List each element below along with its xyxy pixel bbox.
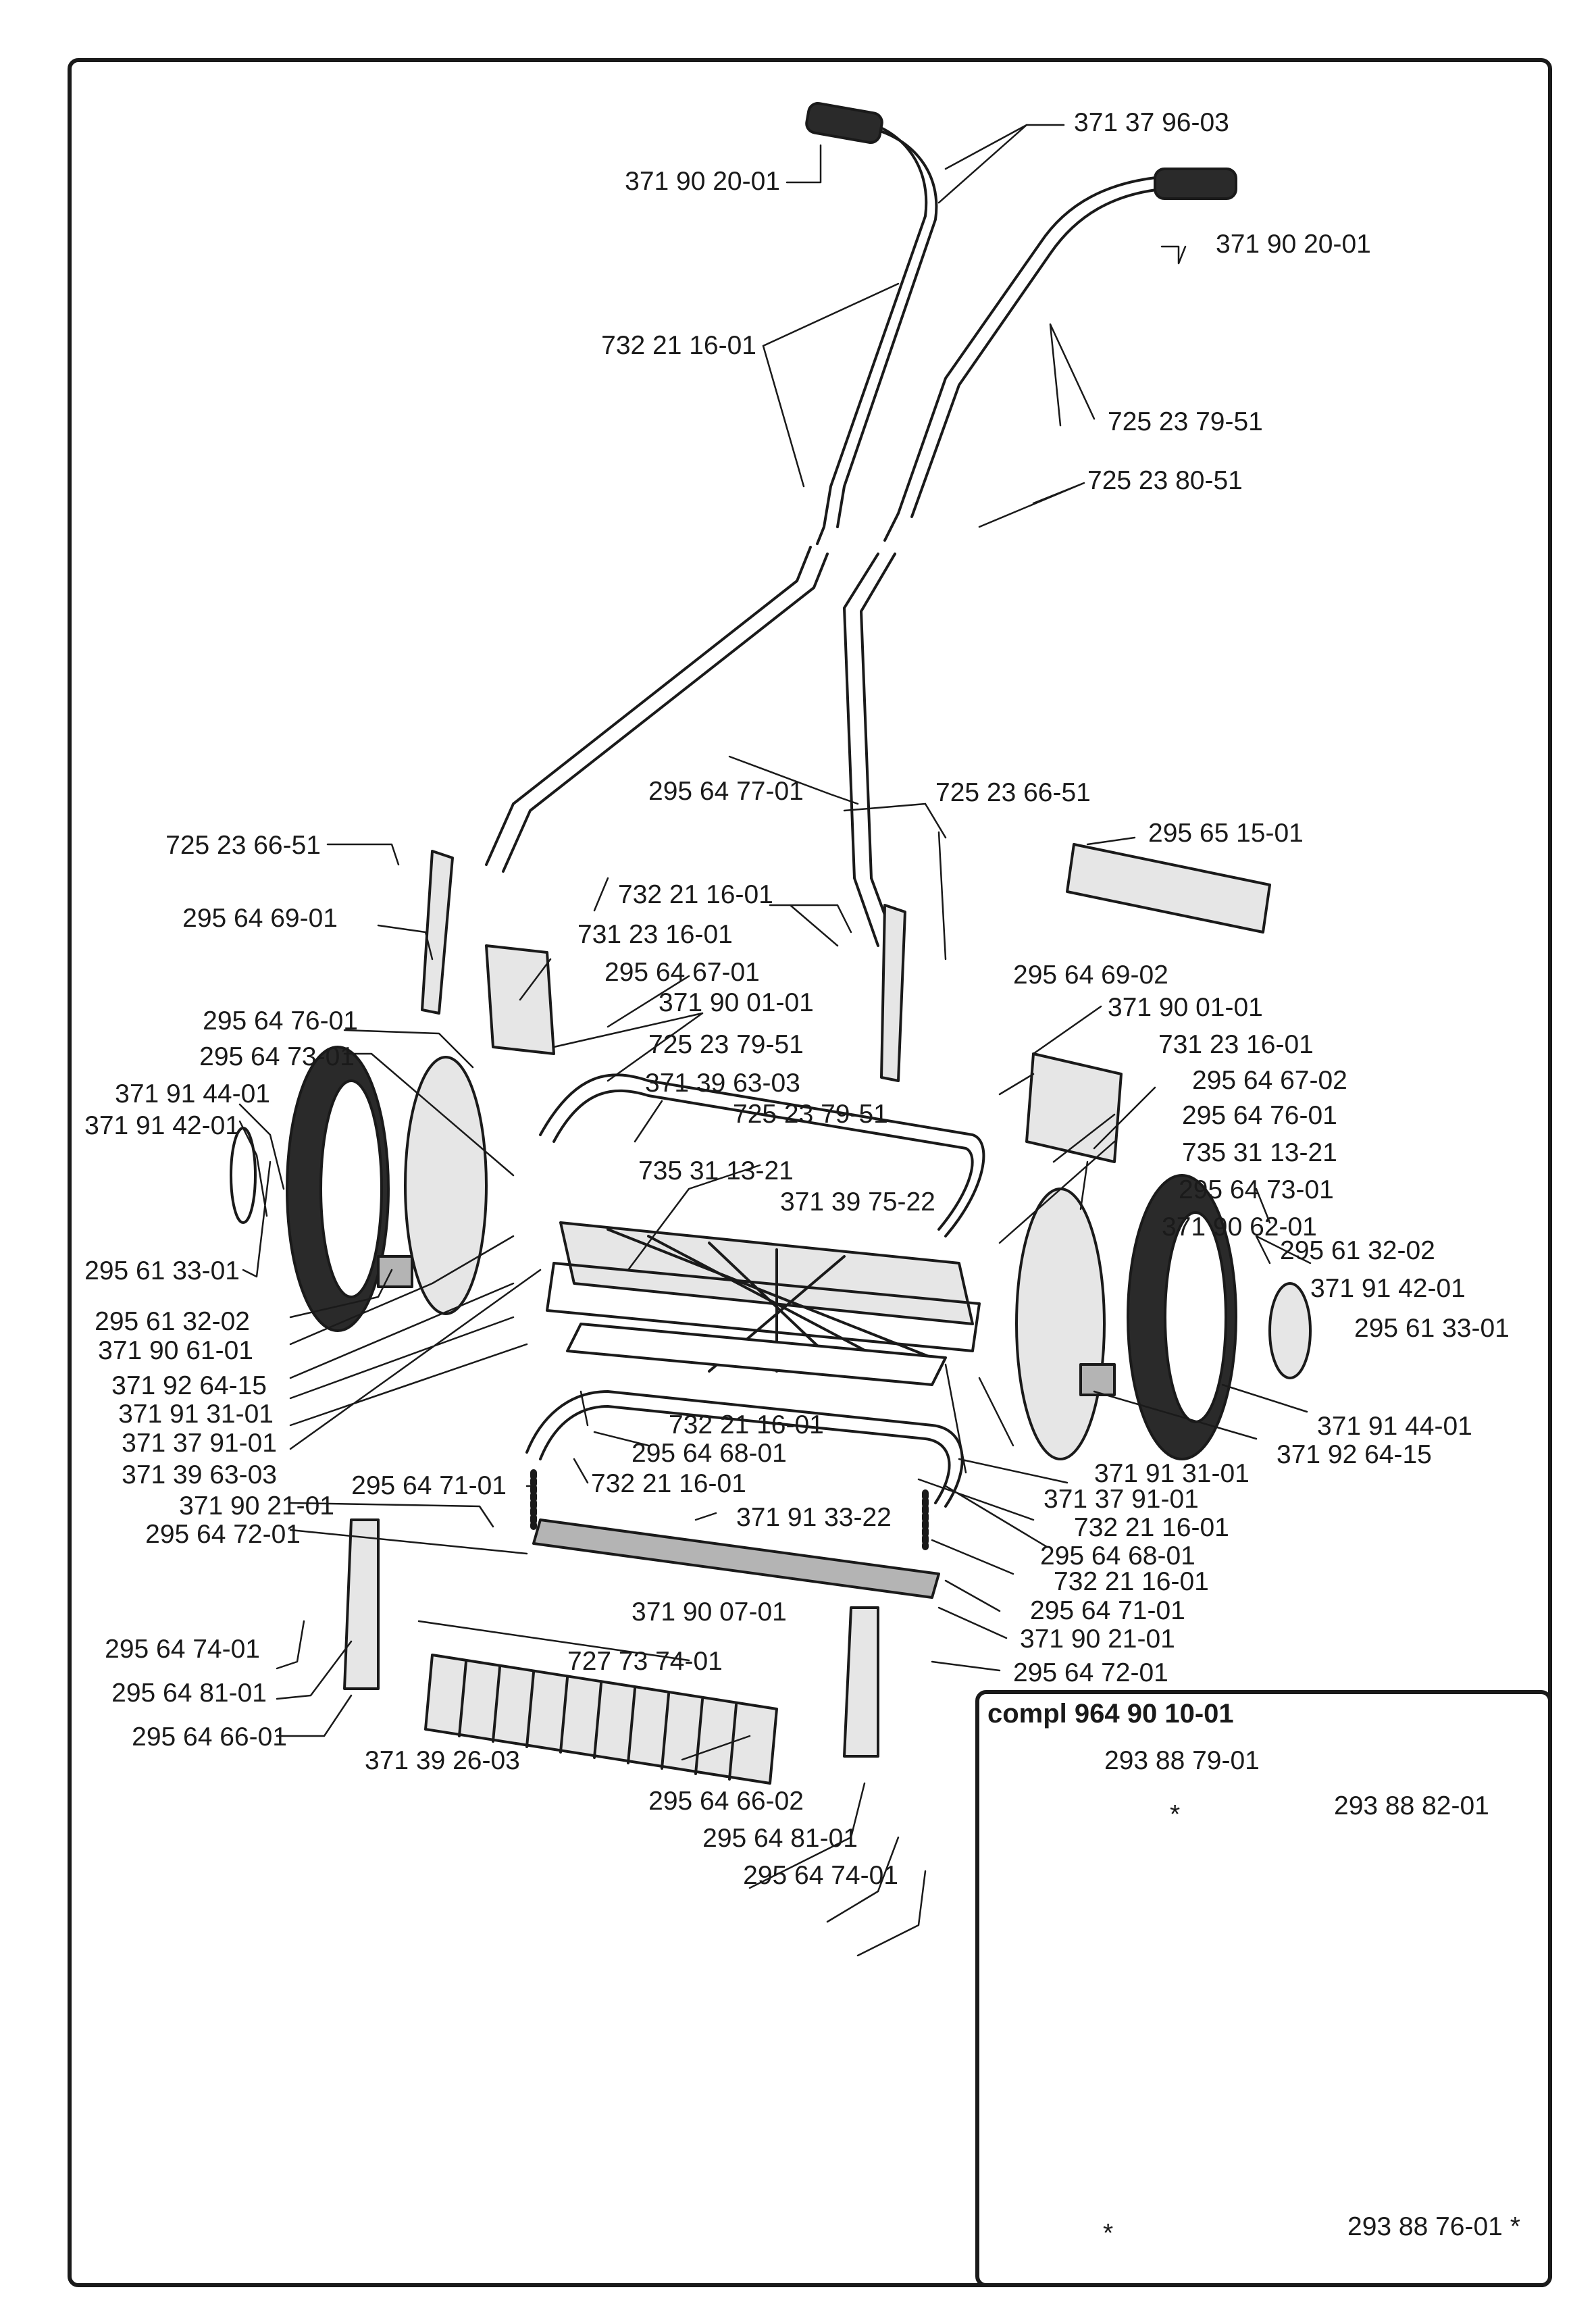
part-label: 371 39 26-03 [365, 1746, 520, 1775]
part-label: 295 64 67-01 [604, 958, 760, 987]
part-label: 293 88 79-01 [1104, 1746, 1260, 1775]
part-label: 295 64 69-01 [182, 904, 338, 933]
part-label: 735 31 13-21 [638, 1156, 794, 1185]
part-label: 371 37 91-01 [122, 1429, 277, 1458]
part-label: 725 23 80-51 [1087, 466, 1243, 495]
part-label: 295 64 69-02 [1013, 961, 1168, 990]
part-label: 732 21 16-01 [1074, 1513, 1229, 1542]
part-label: 725 23 79-51 [733, 1100, 888, 1129]
part-label: 295 64 76-01 [1182, 1101, 1337, 1130]
part-label: 293 88 82-01 [1334, 1791, 1489, 1820]
rear-roller [424, 1654, 778, 1785]
catcher-inset-box [975, 1690, 1552, 2287]
handle-grip-left [805, 102, 883, 144]
handle-right-tube [843, 176, 1163, 947]
part-label: 371 90 62-01 [1162, 1212, 1317, 1242]
part-label: 295 64 68-01 [632, 1439, 787, 1468]
part-label: 371 39 63-03 [122, 1460, 277, 1489]
part-label: 732 21 16-01 [618, 880, 773, 909]
part-label: 295 65 15-01 [1148, 819, 1304, 848]
drawing-border [68, 58, 1552, 2287]
part-label: 371 91 44-01 [1317, 1412, 1472, 1441]
part-label: 371 92 64-15 [1277, 1440, 1432, 1469]
inset-title: compl 964 90 10-01 [987, 1699, 1234, 1729]
part-label: 295 64 66-01 [132, 1722, 287, 1752]
part-label: 727 73 74-01 [567, 1647, 723, 1676]
part-label: 295 64 74-01 [105, 1635, 260, 1664]
side-bracket-left [421, 850, 454, 1015]
part-label: 295 61 33-01 [84, 1256, 240, 1285]
part-label: 371 90 07-01 [632, 1598, 787, 1627]
asterisk-marker: * [1103, 2219, 1114, 2248]
part-label: 295 64 81-01 [702, 1824, 858, 1853]
part-label: 295 64 68-01 [1040, 1541, 1195, 1571]
part-label: 295 64 72-01 [145, 1520, 301, 1549]
roller-bracket-right [843, 1606, 879, 1758]
part-label: 731 23 16-01 [577, 920, 733, 949]
part-label: 371 90 21-01 [1020, 1625, 1175, 1654]
part-label: 295 64 67-02 [1192, 1066, 1347, 1095]
part-label: 295 64 73-01 [1179, 1175, 1334, 1204]
part-label: 295 64 81-01 [111, 1679, 267, 1708]
part-label: 732 21 16-01 [669, 1410, 824, 1439]
part-label: 371 91 33-22 [736, 1503, 892, 1532]
part-label: 371 90 20-01 [625, 167, 780, 196]
part-label: 371 37 96-03 [1074, 108, 1229, 137]
part-label: 725 23 66-51 [935, 778, 1091, 807]
part-label: 732 21 16-01 [591, 1469, 746, 1498]
part-label: 371 39 75-22 [780, 1188, 935, 1217]
part-label: 725 23 79-51 [648, 1030, 804, 1059]
part-label: 732 21 16-01 [1054, 1567, 1209, 1596]
side-bracket-right [880, 904, 906, 1082]
left-wheel [230, 1046, 488, 1332]
part-label: 295 64 72-01 [1013, 1658, 1168, 1687]
part-label: 371 91 42-01 [1310, 1274, 1466, 1303]
part-label: 732 21 16-01 [601, 331, 756, 360]
side-plate-right [1025, 1052, 1123, 1163]
part-label: 295 64 76-01 [203, 1006, 358, 1036]
part-label: 371 90 20-01 [1216, 230, 1371, 259]
upper-frame-tube [539, 1073, 985, 1237]
asterisk-marker: * [1170, 1800, 1181, 1829]
part-label: 295 64 71-01 [351, 1471, 507, 1500]
leader-lines [238, 124, 1345, 2230]
part-label: 371 90 61-01 [98, 1336, 253, 1365]
part-label: 295 64 74-01 [743, 1861, 898, 1890]
part-label: 371 91 31-01 [1094, 1459, 1250, 1488]
part-label: 371 90 01-01 [1108, 993, 1263, 1022]
part-label: 725 23 66-51 [165, 831, 321, 860]
part-label: 293 88 76-01 * [1347, 2212, 1520, 2241]
part-label: 295 64 66-02 [648, 1787, 804, 1816]
part-label: 371 91 44-01 [115, 1079, 270, 1108]
roller-bracket-left [343, 1518, 380, 1690]
part-label: 735 31 13-21 [1182, 1138, 1337, 1167]
part-label: 371 90 01-01 [659, 988, 814, 1017]
handle-left-tube [485, 118, 938, 873]
part-label: 295 64 73-01 [199, 1042, 355, 1071]
part-label: 371 37 91-01 [1044, 1485, 1199, 1514]
part-label: 295 61 32-02 [95, 1307, 250, 1336]
handle-grip-right [1154, 168, 1237, 200]
cross-bar [1066, 843, 1271, 934]
part-label: 731 23 16-01 [1158, 1030, 1314, 1059]
bed-knife [532, 1518, 940, 1599]
part-label: 371 90 21-01 [179, 1491, 334, 1521]
right-wheel [1015, 1174, 1312, 1460]
part-label: 371 39 63-03 [645, 1069, 800, 1098]
part-label: 295 64 71-01 [1030, 1596, 1185, 1625]
reel-assembly [546, 1221, 981, 1386]
part-label: 295 64 77-01 [648, 777, 804, 806]
part-label: 371 91 42-01 [84, 1111, 240, 1140]
part-label: 725 23 79-51 [1108, 407, 1263, 436]
part-label: 295 61 33-01 [1354, 1314, 1510, 1343]
part-label: 295 61 32-02 [1280, 1236, 1435, 1265]
part-label: 371 92 64-15 [111, 1371, 267, 1400]
part-label: 371 91 31-01 [118, 1400, 274, 1429]
lower-frame-tube [525, 1390, 964, 1508]
